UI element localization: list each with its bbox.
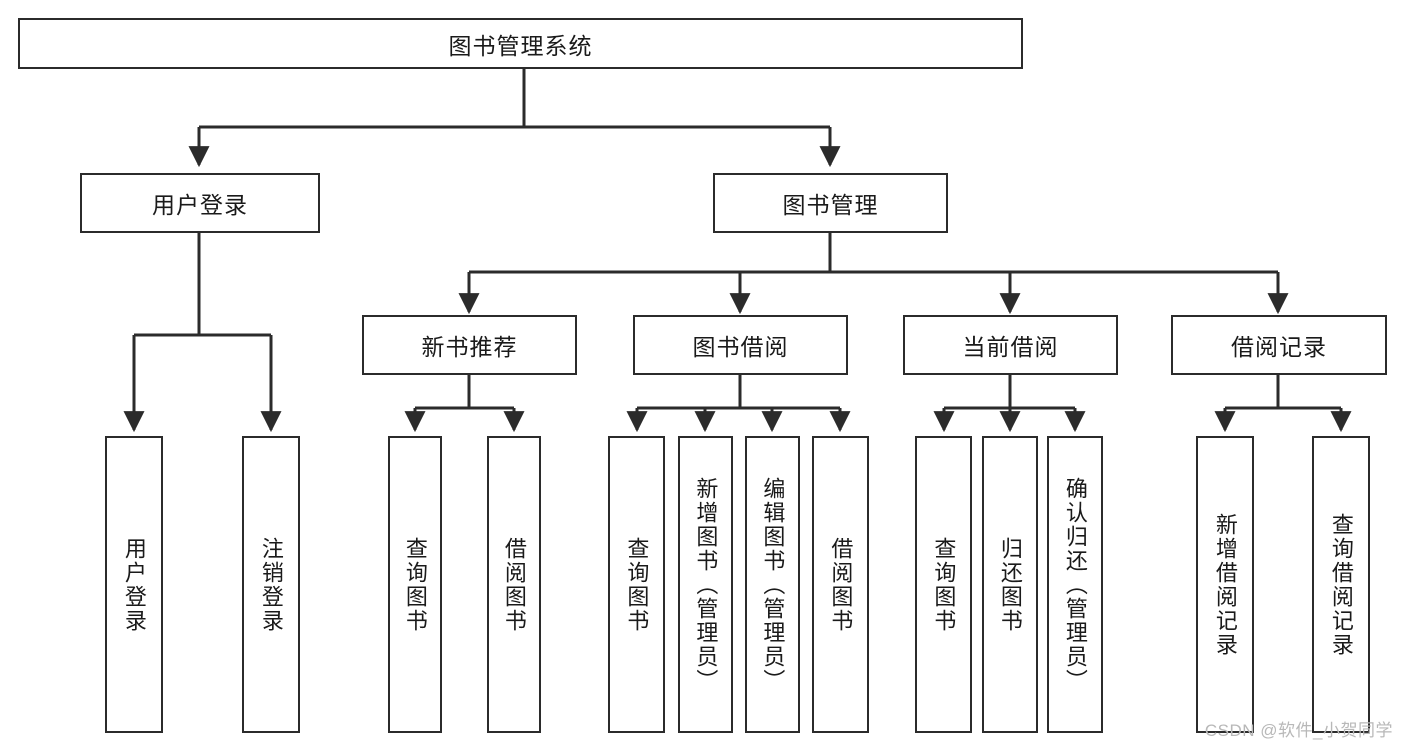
leaf-label: 编辑图书（管理员） [760, 476, 786, 693]
csdn-watermark: CSDN @软件_小贺同学 [1204, 721, 1393, 740]
leaf-label: 借阅图书 [501, 536, 527, 633]
node-label: 用户登录 [152, 192, 248, 218]
node-label: 借阅记录 [1231, 334, 1327, 360]
leaf-current-query-book[interactable]: 查询图书 [915, 436, 972, 733]
leaf-label: 查询图书 [402, 536, 428, 633]
leaf-label: 借阅图书 [828, 536, 854, 633]
leaf-new-book-query[interactable]: 查询图书 [388, 436, 442, 733]
leaf-record-add[interactable]: 新增借阅记录 [1196, 436, 1254, 733]
leaf-label: 确认归还（管理员） [1062, 476, 1088, 693]
node-book-borrow[interactable]: 图书借阅 [633, 315, 848, 375]
leaf-borrow-borrow-book[interactable]: 借阅图书 [812, 436, 869, 733]
node-current-borrow[interactable]: 当前借阅 [903, 315, 1118, 375]
leaf-label: 查询图书 [624, 536, 650, 633]
node-label: 新书推荐 [421, 334, 518, 360]
leaf-label: 新增图书（管理员） [693, 476, 719, 693]
leaf-label: 注销登录 [258, 536, 284, 633]
leaf-record-query[interactable]: 查询借阅记录 [1312, 436, 1370, 733]
node-label: 图书管理系统 [448, 32, 593, 59]
leaf-user-login-logout[interactable]: 注销登录 [242, 436, 300, 733]
node-label: 图书借阅 [692, 334, 789, 360]
node-user-login[interactable]: 用户登录 [80, 173, 320, 233]
node-new-book-recommend[interactable]: 新书推荐 [362, 315, 577, 375]
node-borrow-record[interactable]: 借阅记录 [1171, 315, 1387, 375]
node-book-management[interactable]: 图书管理 [713, 173, 948, 233]
leaf-label: 归还图书 [997, 536, 1023, 633]
leaf-borrow-add-book[interactable]: 新增图书（管理员） [678, 436, 733, 733]
leaf-label: 查询借阅记录 [1328, 512, 1354, 657]
leaf-new-book-borrow[interactable]: 借阅图书 [487, 436, 541, 733]
leaf-label: 查询图书 [931, 536, 957, 633]
leaf-borrow-edit-book[interactable]: 编辑图书（管理员） [745, 436, 800, 733]
node-root-system[interactable]: 图书管理系统 [18, 18, 1023, 69]
leaf-current-return-book[interactable]: 归还图书 [982, 436, 1038, 733]
node-label: 当前借阅 [962, 334, 1059, 360]
leaf-label: 新增借阅记录 [1212, 512, 1238, 657]
leaf-borrow-query-book[interactable]: 查询图书 [608, 436, 665, 733]
leaf-user-login-login[interactable]: 用户登录 [105, 436, 163, 733]
node-label: 图书管理 [782, 192, 879, 218]
leaf-current-confirm-return[interactable]: 确认归还（管理员） [1047, 436, 1103, 733]
leaf-label: 用户登录 [121, 536, 147, 633]
